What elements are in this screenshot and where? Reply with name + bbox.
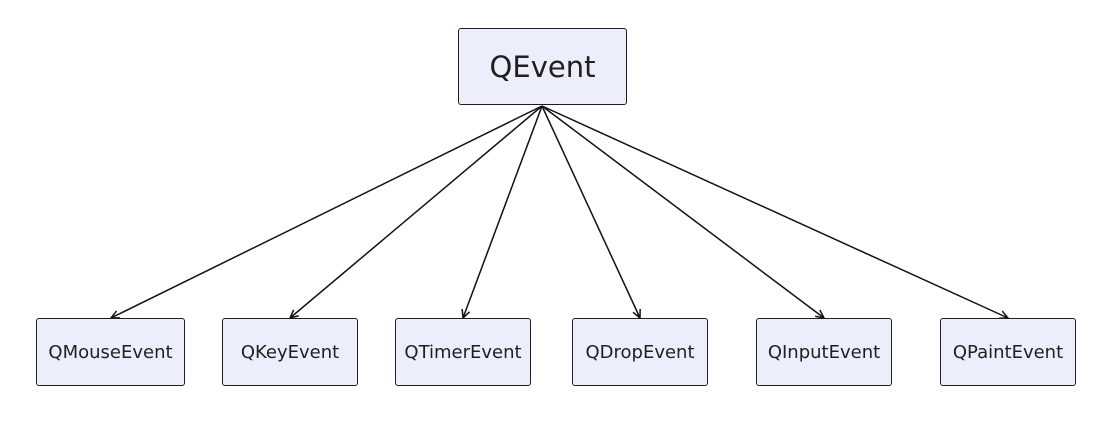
edge-qevent-to-qtimerevent xyxy=(462,105,543,319)
node-qevent: QEvent xyxy=(458,28,627,105)
edge-qevent-to-qpaintevent xyxy=(541,105,1009,319)
node-qinputevent: QInputEvent xyxy=(756,318,892,386)
node-qmouseevent: QMouseEvent xyxy=(36,318,185,386)
edge-qevent-to-qinputevent xyxy=(541,105,825,319)
node-qdropevent: QDropEvent xyxy=(572,318,708,386)
edge-qevent-to-qkeyevent xyxy=(289,105,543,319)
edge-qevent-to-qdropevent xyxy=(541,105,641,319)
edge-qevent-to-qmouseevent xyxy=(110,105,543,319)
node-qtimerevent: QTimerEvent xyxy=(395,318,531,386)
node-qkeyevent: QKeyEvent xyxy=(222,318,358,386)
node-qpaintevent: QPaintEvent xyxy=(940,318,1076,386)
